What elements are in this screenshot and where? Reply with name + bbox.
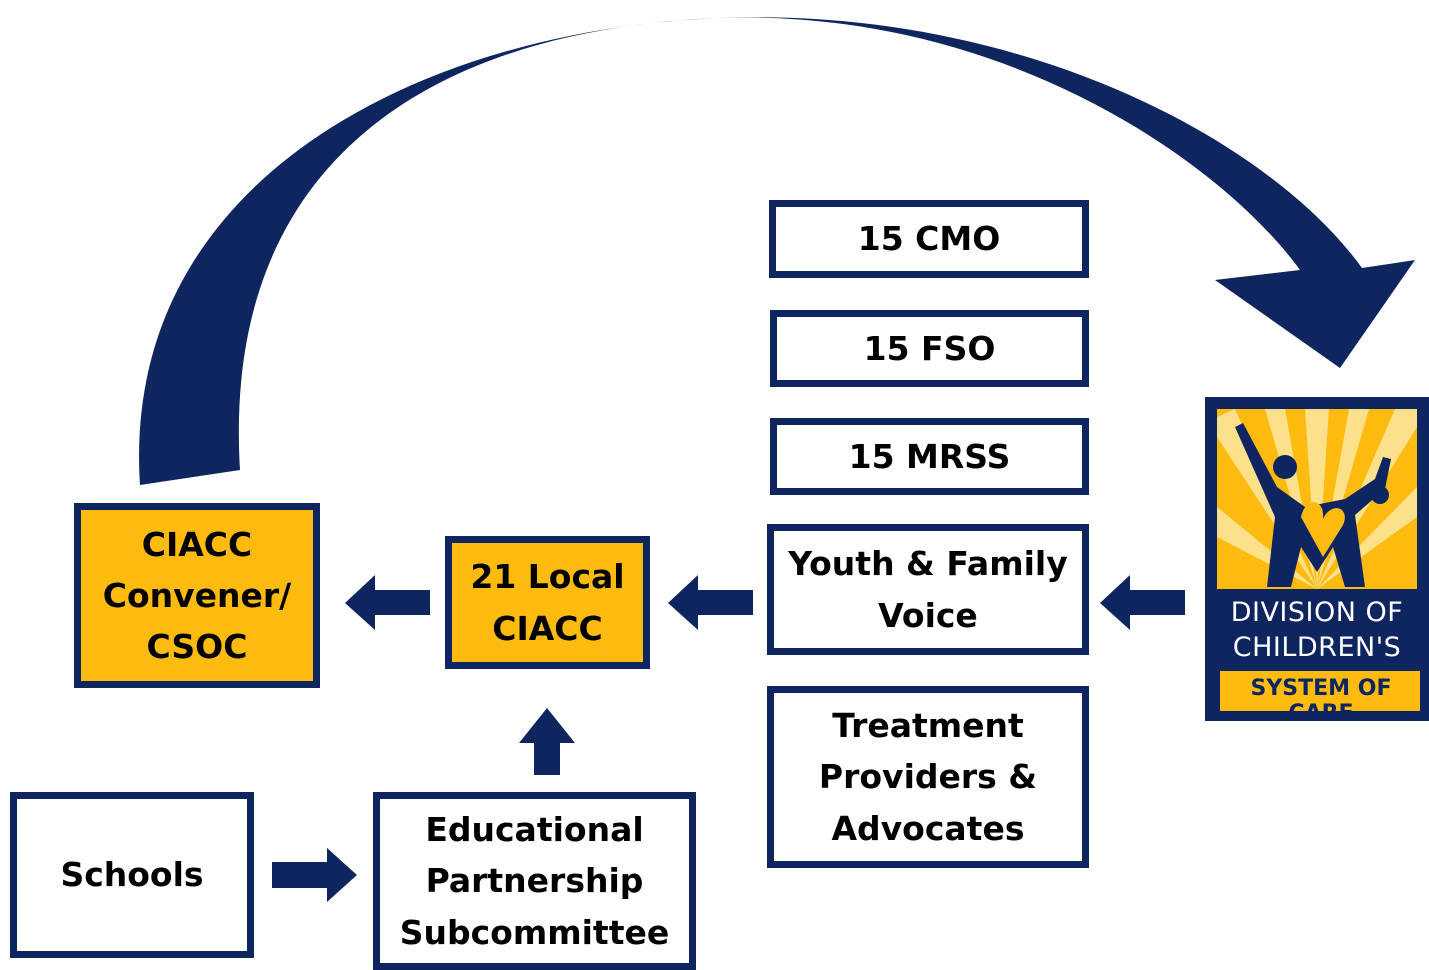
treatment-line-2: Providers & <box>818 757 1038 797</box>
dcsoc-logo <box>1205 397 1429 721</box>
logo-line-2: CHILDREN'S <box>1232 632 1402 663</box>
edu-partnership-box: Educational Partnership Subcommittee <box>373 792 696 970</box>
edu-partnership-line-1: Educational <box>425 810 644 850</box>
logo-line-3: SYSTEM OF CARE <box>1250 676 1392 726</box>
local-ciacc-box: 21 Local CIACC <box>445 536 650 669</box>
edu-partnership-line-2: Partnership <box>425 861 644 901</box>
schools-label: Schools <box>60 855 204 895</box>
fso-box: 15 FSO <box>770 310 1089 387</box>
local-ciacc-line-2: CIACC <box>492 608 603 648</box>
arrow-edu-to-local <box>519 708 575 775</box>
logo-line-1: DIVISION OF <box>1230 597 1404 628</box>
cmo-box: 15 CMO <box>769 200 1089 278</box>
cmo-label: 15 CMO <box>857 219 1001 259</box>
local-ciacc-line-1: 21 Local <box>470 557 625 597</box>
treatment-box: Treatment Providers & Advocates <box>767 686 1089 868</box>
treatment-line-1: Treatment <box>832 706 1024 746</box>
schools-box: Schools <box>10 792 254 958</box>
edu-partnership-line-3: Subcommittee <box>399 912 670 952</box>
mrss-box: 15 MRSS <box>770 418 1089 495</box>
ciacc-convener-line-1: CIACC <box>141 524 253 564</box>
youth-family-box: Youth & Family Voice <box>767 524 1089 655</box>
ciacc-convener-line-2: Convener/ <box>102 575 292 615</box>
arrow-youth-to-local <box>668 575 753 630</box>
ciacc-convener-line-3: CSOC <box>146 627 248 667</box>
youth-family-line-1: Youth & Family <box>788 544 1068 584</box>
arrow-schools-to-edu <box>272 848 357 902</box>
fso-label: 15 FSO <box>863 328 996 368</box>
ciacc-convener-box: CIACC Convener/ CSOC <box>74 503 320 688</box>
youth-family-line-2: Voice <box>878 595 978 635</box>
mrss-label: 15 MRSS <box>848 436 1011 476</box>
treatment-line-3: Advocates <box>831 808 1025 848</box>
arrow-local-to-convener <box>345 575 430 630</box>
arrow-logo-to-youth <box>1100 575 1185 630</box>
